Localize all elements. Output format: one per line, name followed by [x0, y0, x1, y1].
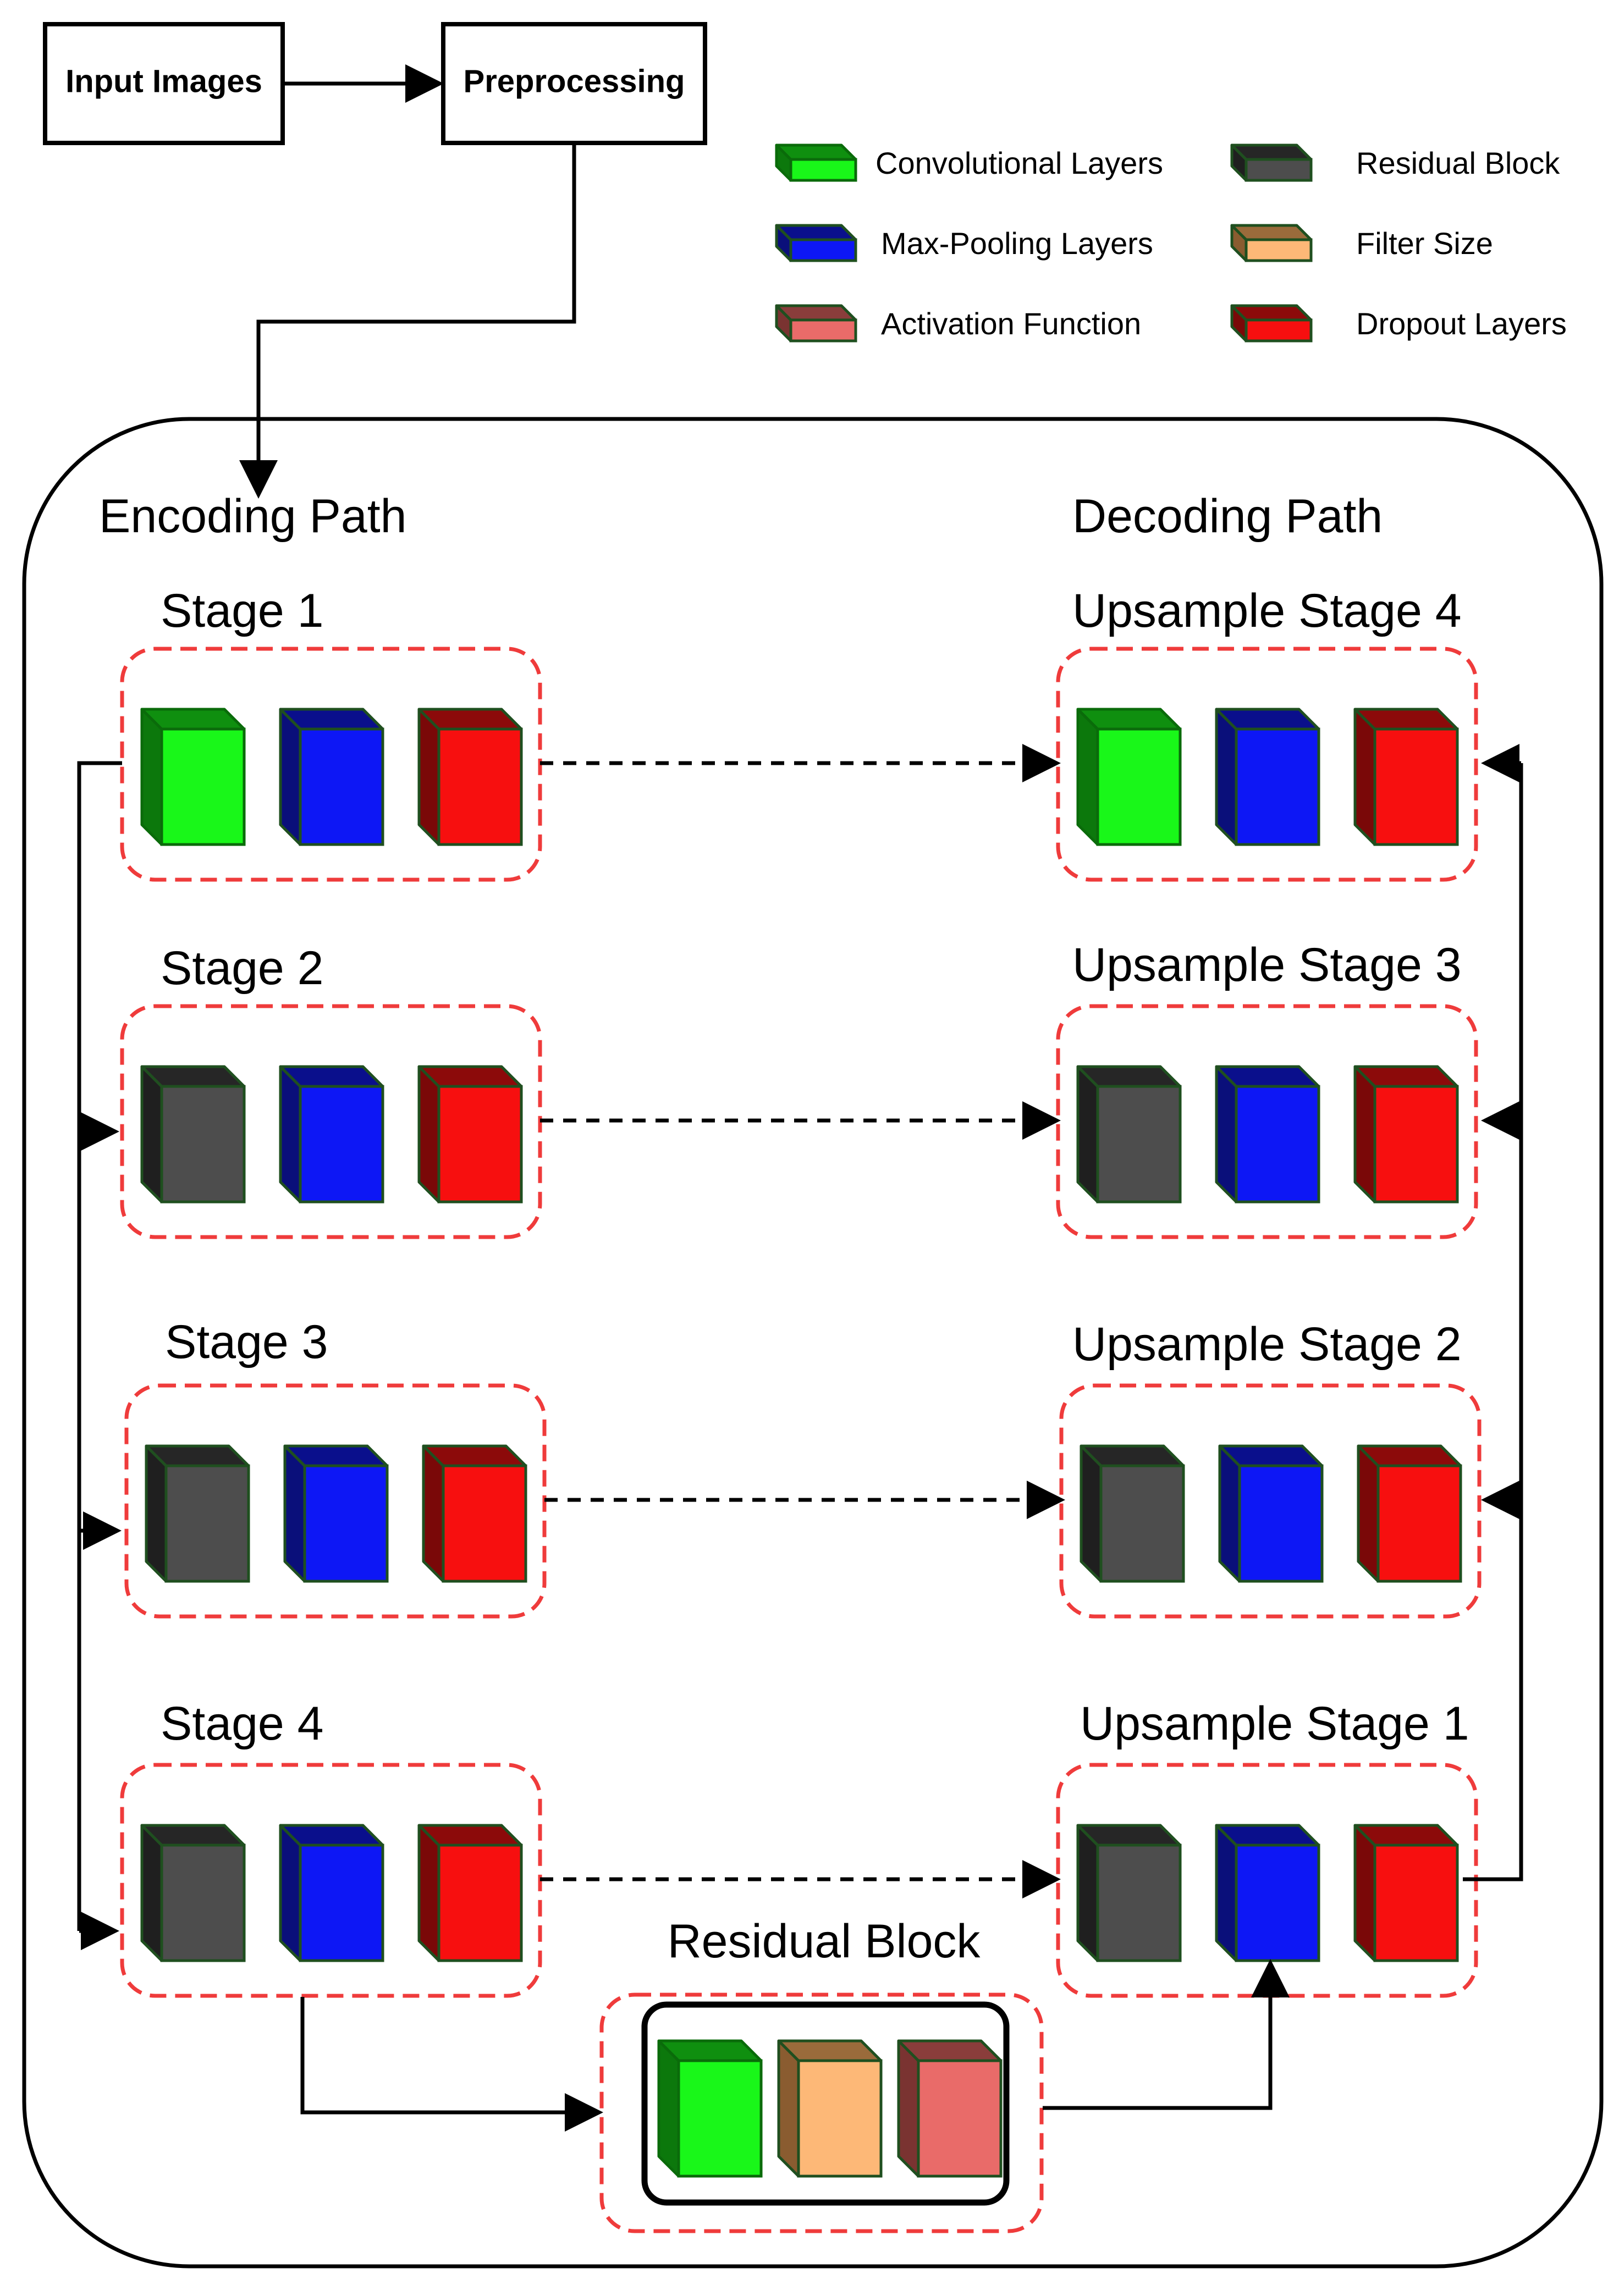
encoding-stage-3: Stage 3 [124, 1316, 547, 1619]
encoder-flow-lines [77, 761, 122, 1950]
legend-item-residual: Residual Block [1230, 144, 1560, 182]
pool-swatch-icon [775, 224, 857, 262]
legend-item-filter: Filter Size [1230, 224, 1493, 262]
preprocessing-label: Preprocessing [464, 63, 685, 99]
legend-label: Residual Block [1356, 146, 1560, 180]
decoding-stage-3: Upsample Stage 2 [1059, 1318, 1482, 1619]
decoding-stage-frame [1056, 1004, 1478, 1239]
pool-block [279, 1065, 384, 1204]
encoding-stage-2: Stage 2 [120, 942, 542, 1239]
conv-block [657, 2039, 763, 2178]
encoder-to-bottleneck-arrow [300, 1997, 603, 2132]
decoding-stages: Upsample Stage 4 Upsample Stage 3 Upsample… [1056, 584, 1482, 1998]
conv-block [140, 708, 246, 846]
legend-item-dropout: Dropout Layers [1230, 304, 1567, 343]
encoding-stages: Stage 1 Stage 2 Stage 3 Stage 4 [120, 584, 547, 1998]
decoding-stage-frame [1056, 647, 1478, 882]
residual-block [140, 1065, 246, 1204]
input-images-box: Input Images [43, 22, 285, 145]
residual-block [1080, 1444, 1185, 1583]
legend-label: Activation Function [881, 306, 1141, 341]
conv-block [1076, 708, 1182, 846]
preprocessing-to-encoder-arrow [239, 143, 576, 499]
dropout-block [417, 708, 523, 846]
residual-block [140, 1824, 246, 1962]
pool-block [283, 1444, 389, 1583]
decoding-stage-1: Upsample Stage 4 [1056, 584, 1478, 882]
skip-connections [540, 744, 1065, 1898]
pool-block [1215, 1824, 1320, 1962]
bottleneck-solid-frame [641, 2001, 1010, 2206]
input-images-label: Input Images [65, 63, 262, 99]
unet-container [22, 417, 1604, 2269]
legend-item-activation: Activation Function [775, 304, 1141, 343]
decoding-stage-frame [1059, 1383, 1482, 1619]
dropout-block [417, 1824, 523, 1962]
legend-label: Convolutional Layers [875, 146, 1163, 180]
activation-block [897, 2039, 1003, 2178]
decoder-flow-lines [1463, 744, 1523, 1881]
encoding-stage-1: Stage 1 [120, 584, 542, 882]
filter-block [777, 2039, 883, 2178]
legend-label: Dropout Layers [1356, 306, 1567, 341]
legend-label: Filter Size [1356, 226, 1493, 261]
decoding-path-title: Decoding Path [1072, 490, 1383, 543]
legend: Convolutional Layers Residual BlockMax-Po… [775, 144, 1567, 343]
encoding-stage-4: Stage 4 [120, 1697, 542, 1998]
legend-label: Max-Pooling Layers [881, 226, 1153, 261]
dropout-swatch-icon [1230, 304, 1313, 343]
dropout-block [1357, 1444, 1462, 1583]
pool-block [1215, 708, 1320, 846]
bottleneck-title: Residual Block [668, 1915, 981, 1968]
dropout-block [1353, 1065, 1459, 1204]
legend-item-conv: Convolutional Layers [775, 144, 1163, 182]
bottleneck-dashed-frame [599, 1993, 1044, 2233]
decoding-stage-label: Upsample Stage 4 [1072, 584, 1462, 637]
decoding-stage-label: Upsample Stage 1 [1080, 1697, 1469, 1750]
encoding-stage-label: Stage 1 [161, 584, 323, 637]
encoding-path-title: Encoding Path [99, 490, 406, 543]
activation-swatch-icon [775, 304, 857, 343]
dropout-block [1353, 1824, 1459, 1962]
legend-item-pool: Max-Pooling Layers [775, 224, 1153, 262]
encoding-stage-label: Stage 3 [165, 1316, 328, 1368]
dropout-block [1353, 708, 1459, 846]
conv-swatch-icon [775, 144, 857, 182]
dropout-block [417, 1065, 523, 1204]
encoding-stage-label: Stage 2 [161, 942, 323, 995]
preprocessing-box: Preprocessing [441, 22, 707, 145]
pool-block [1215, 1065, 1320, 1204]
pool-block [1218, 1444, 1324, 1583]
bottleneck-blocks [657, 2039, 1003, 2178]
decoding-stage-2: Upsample Stage 3 [1056, 939, 1478, 1239]
filter-swatch-icon [1230, 224, 1313, 262]
residual-block [1076, 1824, 1182, 1962]
pool-block [279, 1824, 384, 1962]
decoding-stage-4: Upsample Stage 1 [1056, 1697, 1478, 1998]
decoding-stage-label: Upsample Stage 2 [1072, 1318, 1462, 1371]
residual-swatch-icon [1230, 144, 1313, 182]
encoding-stage-label: Stage 4 [161, 1697, 323, 1750]
decoding-stage-label: Upsample Stage 3 [1072, 939, 1462, 991]
residual-block [145, 1444, 250, 1583]
pool-block [279, 708, 384, 846]
residual-block [1076, 1065, 1182, 1204]
bottleneck-to-decoder-arrow [1043, 1959, 1290, 2110]
dropout-block [422, 1444, 527, 1583]
